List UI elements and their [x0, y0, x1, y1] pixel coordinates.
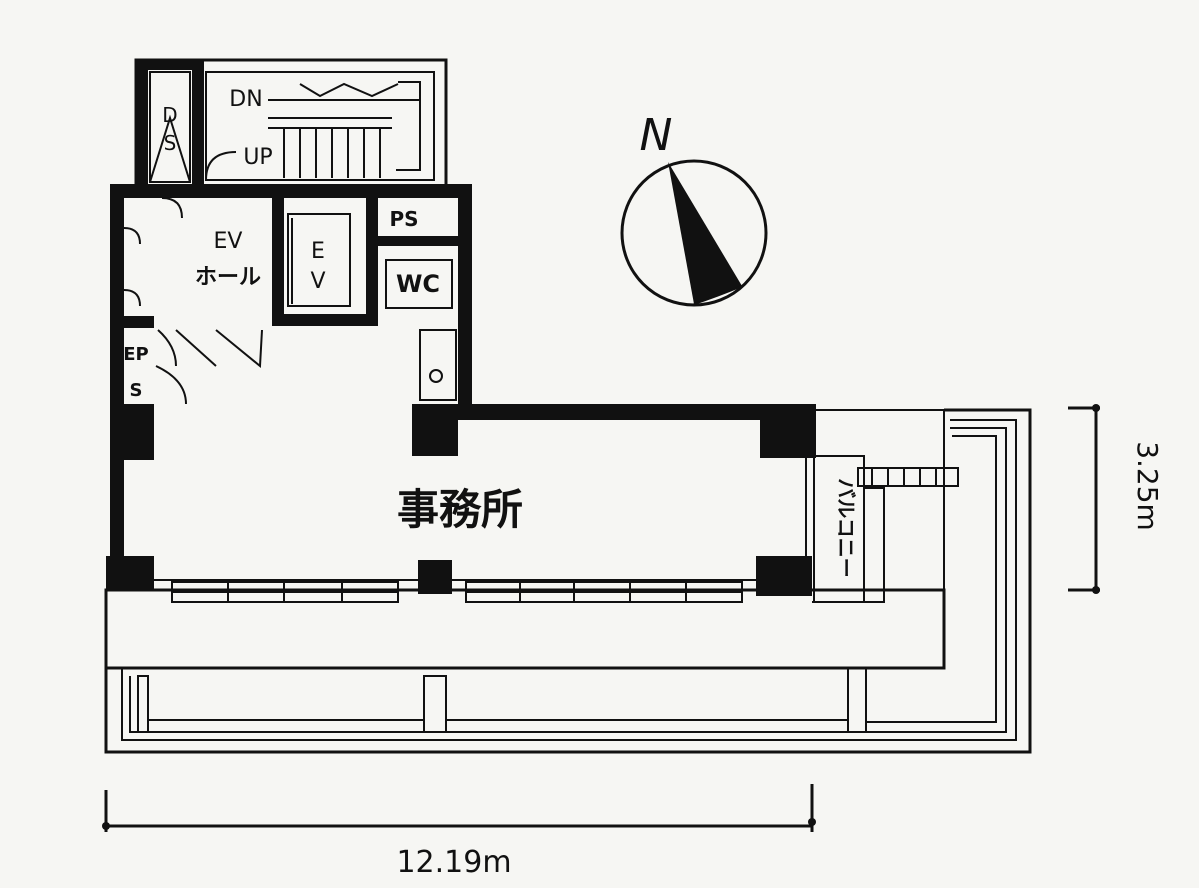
- stair-down-label: DN: [229, 87, 262, 112]
- window-sashes: [171, 581, 743, 603]
- dimension-width-label: 12.19m: [396, 845, 511, 880]
- balcony-label: バルコニー: [834, 478, 858, 578]
- stair-up-label: UP: [243, 145, 272, 170]
- compass-ring: [620, 159, 768, 307]
- core-walls: [106, 184, 816, 596]
- compass: N: [620, 110, 768, 307]
- office-label: 事務所: [397, 485, 523, 534]
- elevator-label-2: V: [310, 269, 325, 294]
- stair-core: [134, 58, 448, 192]
- wc-label: WC: [396, 270, 440, 298]
- elevator-label-1: E: [311, 239, 325, 264]
- dimension-width: 12.19m: [102, 784, 816, 880]
- balcony: [812, 455, 959, 603]
- north-arrow-icon: [668, 162, 742, 304]
- stair-treads: [250, 81, 421, 181]
- eps-label-1: EP: [123, 344, 149, 365]
- duct-space-label-1: D: [162, 103, 177, 127]
- ev-hall-label-2: ホール: [195, 265, 261, 290]
- duct-space-label-2: S: [164, 131, 177, 155]
- eps-label-2: S: [130, 380, 143, 401]
- ev-hall-label-1: EV: [214, 229, 243, 254]
- office-area: [154, 458, 807, 603]
- dimension-depth: 3.25m: [1068, 404, 1164, 594]
- compass-north-label: N: [640, 110, 673, 161]
- ps-label: PS: [389, 207, 418, 231]
- dimension-depth-label: 3.25m: [1131, 441, 1164, 531]
- doors: [123, 197, 263, 405]
- terrace-outline: [104, 408, 1032, 754]
